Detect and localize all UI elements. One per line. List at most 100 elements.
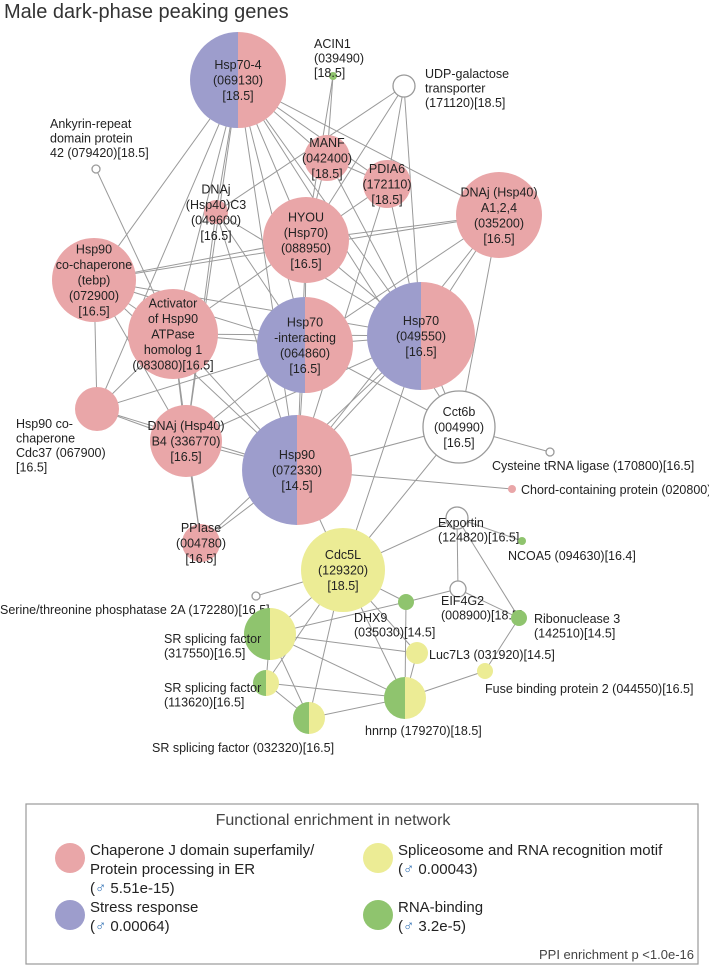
edge-hsp70_4-hsp90 (237, 79, 298, 471)
node-label-line: [16.5] (405, 345, 436, 359)
node-label-line: DHX9 (354, 611, 387, 625)
node-label-line: Cysteine tRNA ligase (170800)[16.5] (492, 459, 694, 473)
node-circle (422, 390, 496, 464)
figure-title: Male dark-phase peaking genes (4, 1, 289, 23)
node-half-right (297, 415, 352, 525)
node-circle (52, 238, 136, 322)
node-label-line: transporter (425, 82, 485, 96)
node-hsp90: Hsp90(072330)[14.5] (242, 415, 352, 525)
legend-label: RNA-binding (398, 899, 483, 916)
node-label-line: [18.5] (222, 89, 253, 103)
node-ncoa5: NCOA5 (094630)[16.4] (508, 537, 636, 563)
node-label-line: DNAj (Hsp40) (147, 419, 224, 433)
node-label-line: (072900) (69, 289, 119, 303)
node-cys_trna: Cysteine tRNA ligase (170800)[16.5] (492, 447, 694, 473)
node-label-line: [14.5] (281, 479, 312, 493)
node-label: PPIase (004780)[16.5] (176, 521, 226, 566)
node-label: HYOU(Hsp70)(088950)[16.5] (281, 210, 331, 271)
legend-pvalue: (♂ 5.51e-15) (90, 880, 175, 897)
node-exportin: Exportin(124820)[16.5] (438, 506, 519, 545)
node-label-line: Exportin (438, 516, 484, 530)
node-label-line: ACIN1 (314, 37, 351, 51)
male-symbol-icon: ♂ (95, 880, 106, 897)
node-half-right (266, 670, 279, 696)
node-label-line: chaperone (16, 432, 75, 446)
node-half-left (190, 32, 238, 128)
node-sr032: SR splicing factor (032320)[16.5] (152, 702, 334, 755)
node-label-line: (317550)[16.5] (164, 647, 245, 661)
node-circle (545, 447, 555, 457)
node-label-line: Hsp70 (287, 315, 323, 329)
legend-swatch (55, 900, 85, 930)
node-label: Exportin(124820)[16.5] (438, 516, 519, 545)
node-label-line: [18.5] (327, 579, 358, 593)
node-label-line: [16.5] (290, 257, 321, 271)
legend-items: Chaperone J domain superfamily/Protein p… (55, 842, 663, 935)
node-label: Cct6b(004990)[16.5] (434, 405, 484, 450)
edge-hsp70_4-dnaj_a124 (237, 79, 500, 216)
node-label-line: SR splicing factor (032320)[16.5] (152, 741, 334, 755)
node-label-line: SR splicing factor (164, 632, 261, 646)
pvalue-text: 0.00043 (414, 861, 472, 878)
node-label-line: Hsp70-4 (214, 58, 261, 72)
node-label-line: UDP-galactose (425, 67, 509, 81)
legend-swatch (363, 843, 393, 873)
node-circle (449, 580, 467, 598)
node-chord: Chord-containing protein (020800)[16.5] (508, 483, 709, 497)
node-label: Hsp70(049550)[16.5] (396, 314, 446, 359)
node-label-line: [16.5] (185, 552, 216, 566)
node-layer: Hsp70-4(069130)[18.5]ACIN1(039490)[18.5]… (0, 32, 709, 755)
paren-open: ( (90, 880, 95, 897)
node-half-left (253, 670, 266, 696)
node-label: ACIN1(039490)[18.5] (314, 37, 364, 80)
node-label-line: (172110) (362, 178, 411, 192)
node-label-line: hnrnp (179270)[18.5] (365, 724, 482, 738)
node-label: NCOA5 (094630)[16.4] (508, 549, 636, 563)
edge-exportin-eif4g2 (456, 517, 459, 590)
node-label: DNAj (Hsp40)B4 (336770)[16.5] (147, 419, 224, 464)
node-label-line: (004780) (176, 537, 226, 551)
male-symbol-icon: ♂ (403, 861, 414, 878)
edge-rnase3-fbp2 (484, 617, 520, 672)
node-circle (477, 663, 493, 679)
legend-pvalue: (♂ 0.00043) (398, 861, 478, 878)
node-label-line: Hsp90 co- (16, 417, 73, 431)
node-label-line: Cdc37 (067900) (16, 446, 106, 460)
legend-label-line2: Protein processing in ER (90, 861, 255, 878)
edge-eif4g2-rnase3 (457, 588, 520, 619)
node-half-left (242, 415, 297, 525)
paren-close: ) (473, 861, 478, 878)
node-label-line: EIF4G2 (441, 594, 484, 608)
node-label-line: NCOA5 (094630)[16.4] (508, 549, 636, 563)
node-label-line: (049600) (191, 213, 241, 227)
edge-sr113-hnrnp (265, 682, 406, 699)
node-label-line: B4 (336770) (152, 435, 221, 449)
node-label-line: MANF (309, 136, 345, 150)
node-fbp2: Fuse binding protein 2 (044550)[16.5] (477, 663, 693, 696)
node-label-line: (072330) (272, 464, 322, 478)
node-luc7l3: Luc7L3 (031920)[14.5] (406, 642, 555, 664)
node-label-line: (Hsp70) (284, 226, 328, 240)
node-label-line: (171120)[18.5] (425, 96, 505, 110)
edge-hsp70_4-cdc37 (96, 79, 239, 410)
node-label-line: (tebp) (78, 274, 111, 288)
node-label-line: DNAj (Hsp40) (460, 185, 537, 199)
node-label-line: Cdc5L (325, 548, 361, 562)
node-circle (204, 200, 228, 224)
legend-item-rna: RNA-binding(♂ 3.2e-5) (363, 899, 483, 935)
node-label: DNAj (Hsp40)A1,2,4(035200)[16.5] (460, 185, 537, 246)
node-label-line: Chord-containing protein (020800)[16.5] (521, 483, 709, 497)
node-label-line: (129320) (318, 564, 368, 578)
node-label-line: Activator (149, 297, 198, 311)
node-label-line: 42 (079420)[18.5] (50, 146, 149, 160)
legend-pvalue: (♂ 0.00064) (90, 918, 170, 935)
node-label-line: homolog 1 (144, 343, 202, 357)
node-circle (398, 594, 414, 610)
node-label-line: PPIase (181, 521, 221, 535)
legend-item-chaperone: Chaperone J domain superfamily/Protein p… (55, 842, 315, 897)
